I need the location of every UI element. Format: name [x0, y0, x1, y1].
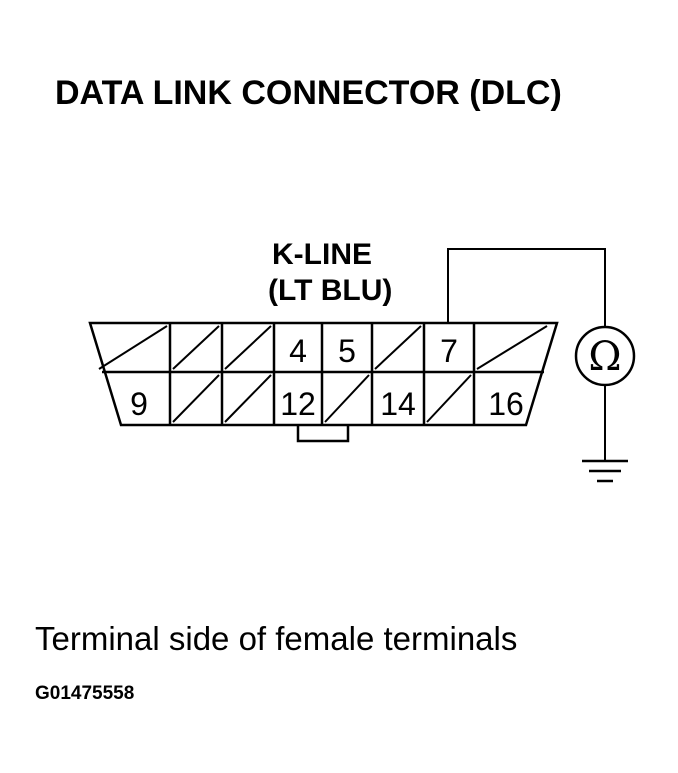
diagram-caption: Terminal side of female terminals — [35, 620, 517, 657]
ohm-symbol: Ω — [588, 334, 621, 380]
k-line-wire — [447, 248, 606, 327]
ohmmeter-icon: Ω — [574, 325, 636, 387]
top-row-empty-cavity — [374, 325, 422, 370]
wire-color-label: (LT BLU) — [268, 274, 392, 307]
top-row-empty-cavity — [476, 325, 548, 370]
pin-4-label: 4 — [289, 333, 307, 369]
top-row-empty-cavity — [172, 325, 220, 370]
pin-12-label: 12 — [280, 386, 316, 422]
test-circuit: Ω — [447, 248, 636, 483]
top-row-empty-cavity — [224, 325, 272, 370]
bottom-row-empty-cavity — [426, 374, 472, 423]
diagram-title: DATA LINK CONNECTOR (DLC) — [55, 74, 562, 112]
pin-5-label: 5 — [338, 333, 356, 369]
pin-7-label: 7 — [440, 333, 458, 369]
figure-code: G01475558 — [35, 683, 134, 704]
connector-body — [88, 321, 559, 443]
connector-latch — [296, 425, 350, 443]
top-row-empty-cavity — [98, 325, 168, 370]
pin-16-label: 16 — [488, 386, 524, 422]
ground-icon — [582, 459, 628, 483]
bottom-row-empty-cavity — [324, 374, 370, 423]
pin-14-label: 14 — [380, 386, 416, 422]
bottom-row-empty-cavity — [224, 374, 272, 423]
connector-outline — [88, 321, 559, 427]
k-line-label: K-LINE — [272, 238, 372, 271]
bottom-row-empty-cavity — [172, 374, 220, 423]
pin-9-label: 9 — [130, 386, 148, 422]
